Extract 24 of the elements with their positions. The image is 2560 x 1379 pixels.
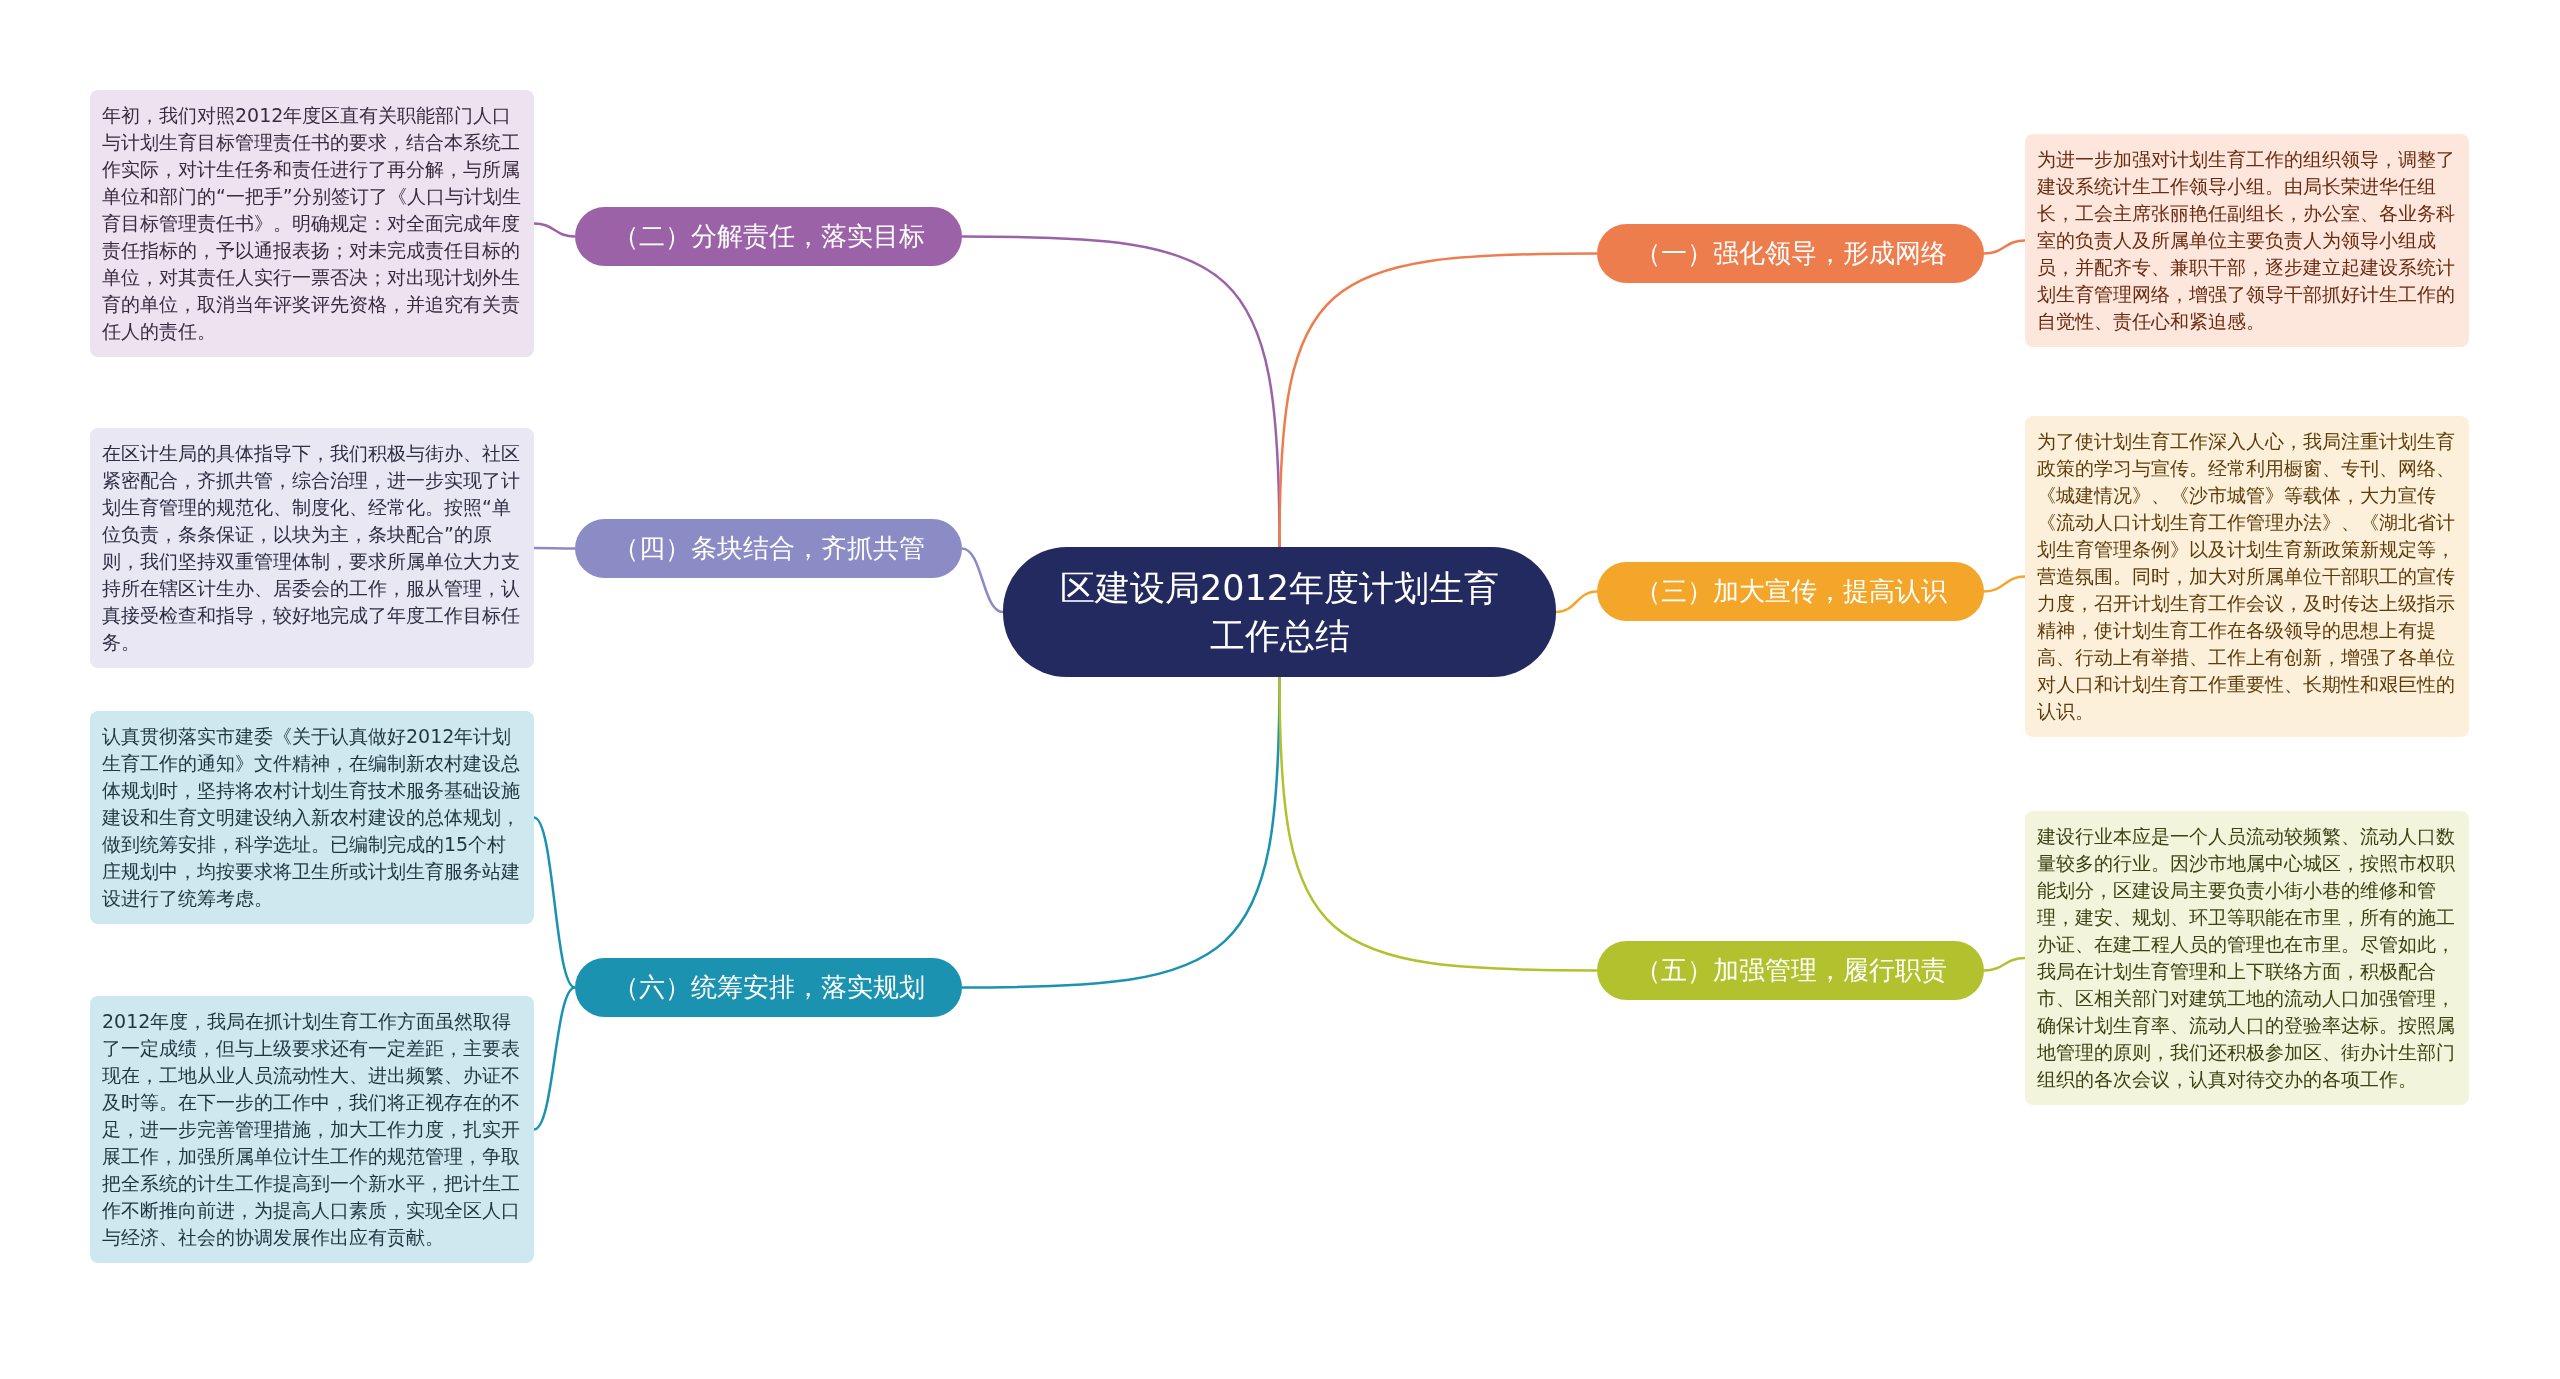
note-card: 2012年度，我局在抓计划生育工作方面虽然取得了一定成绩，但与上级要求还有一定差距，主要表现在，工地从业人员流动性大、进出频繁、办证不及时等。在下一步的工作中，我们将正视存在的不足，进一步完善管理措施，加大工作力度，扎实开展工作，加强所属单位计生工作的规范管理，争取把全系统的计生工作提高到一个新水平，把计生工作不断推向前进，为提高人口素质，实现全区人口与经济、社会的协调发展作出应有贡献。: [90, 996, 534, 1263]
connector-line: [961, 547, 1004, 614]
note-card: 在区计生局的具体指导下，我们积极与街办、社区紧密配合，齐抓共管，综合治理，进一步实现了计划生育管理的规范化、制度化、经常化。按照“单位负责，条条保证，以块为主，条块配合”的原则，我们坚持双重管理体制，要求所属单位大力支持所在辖区计生办、居委会的工作，服从管理，认真接受检查和指导，较好地完成了年度工作目标任务。: [90, 428, 534, 668]
branch-topic: （三）加大宣传，提高认识: [1597, 562, 1984, 621]
note-card: 年初，我们对照2012年度区直有关职能部门人口与计划生育目标管理责任书的要求，结合本系统工作实际，对计生任务和责任进行了再分解，与所属单位和部门的“一把手”分别签订了《人口与计划生育目标管理责任书》。明确规定：对全面完成年度责任指标的，予以通报表扬；对未完成责任目标的单位，对其责任人实行一票否决；对出现计划外生育的单位，取消当年评奖评先资格，并追究有关责任人的责任。: [90, 90, 534, 357]
connector-line: [1555, 590, 1598, 614]
connector-line: [1983, 956, 2026, 972]
branch-topic: （一）强化领导，形成网络: [1597, 224, 1984, 283]
connector-line: [1983, 575, 2026, 593]
connector-line: [1278, 677, 1597, 972]
central-topic: 区建设局2012年度计划生育工作总结: [1003, 547, 1556, 677]
connector-line: [533, 986, 576, 1131]
branch-topic: （二）分解责任，落实目标: [575, 207, 962, 266]
note-card: 为进一步加强对计划生育工作的组织领导，调整了建设系统计生工作领导小组。由局长荣进华任组长，工会主席张丽艳任副组长，办公室、各业务科室的负责人及所属单位主要负责人为领导小组成员，并配齐专、兼职干部，逐步建立起建设系统计划生育管理网络，增强了领导干部抓好计生工作的自觉性、责任心和紧迫感。: [2025, 134, 2469, 347]
connector-line: [1278, 252, 1597, 547]
connector-line: [533, 816, 576, 989]
branch-topic: （六）统筹安排，落实规划: [575, 958, 962, 1017]
branch-topic: （四）条块结合，齐抓共管: [575, 519, 962, 578]
connector-line: [534, 546, 575, 550]
note-card: 认真贯彻落实市建委《关于认真做好2012年计划生育工作的通知》文件精神，在编制新农村建设总体规划时，坚持将农村计划生育技术服务基础设施建设和生育文明建设纳入新农村建设的总体规划，做到统筹安排，科学选址。已编制完成的15个村庄规划中，均按要求将卫生所或计划生育服务站建设进行了统筹考虑。: [90, 711, 534, 924]
branch-topic: （五）加强管理，履行职责: [1597, 941, 1984, 1000]
connector-line: [533, 222, 576, 238]
note-card: 建设行业本应是一个人员流动较频繁、流动人口数量较多的行业。因沙市地属中心城区，按照市权职能划分，区建设局主要负责小街小巷的维修和管理，建安、规划、环卫等职能在市里，所有的施工办证、在建工程人员的管理也在市里。尽管如此，我局在计划生育管理和上下联络方面，积极配合市、区相关部门对建筑工地的流动人口加强管理，确保计划生育率、流动人口的登验率达标。按照属地管理的原则，我们还积极参加区、街办计生部门组织的各次会议，认真对待交办的各项工作。: [2025, 811, 2469, 1105]
note-card: 为了使计划生育工作深入人心，我局注重计划生育政策的学习与宣传。经常利用橱窗、专刊、网络、《城建情况》、《沙市城管》等载体，大力宣传《流动人口计划生育工作管理办法》、《湖北省计划生育管理条例》以及计划生育新政策新规定等，营造氛围。同时，加大对所属单位干部职工的宣传力度，召开计划生育工作会议，及时传达上级指示精神，使计划生育工作在各级领导的思想上有提高、行动上有举措、工作上有创新，增强了各单位对人口和计划生育工作重要性、长期性和艰巨性的认识。: [2025, 416, 2469, 737]
